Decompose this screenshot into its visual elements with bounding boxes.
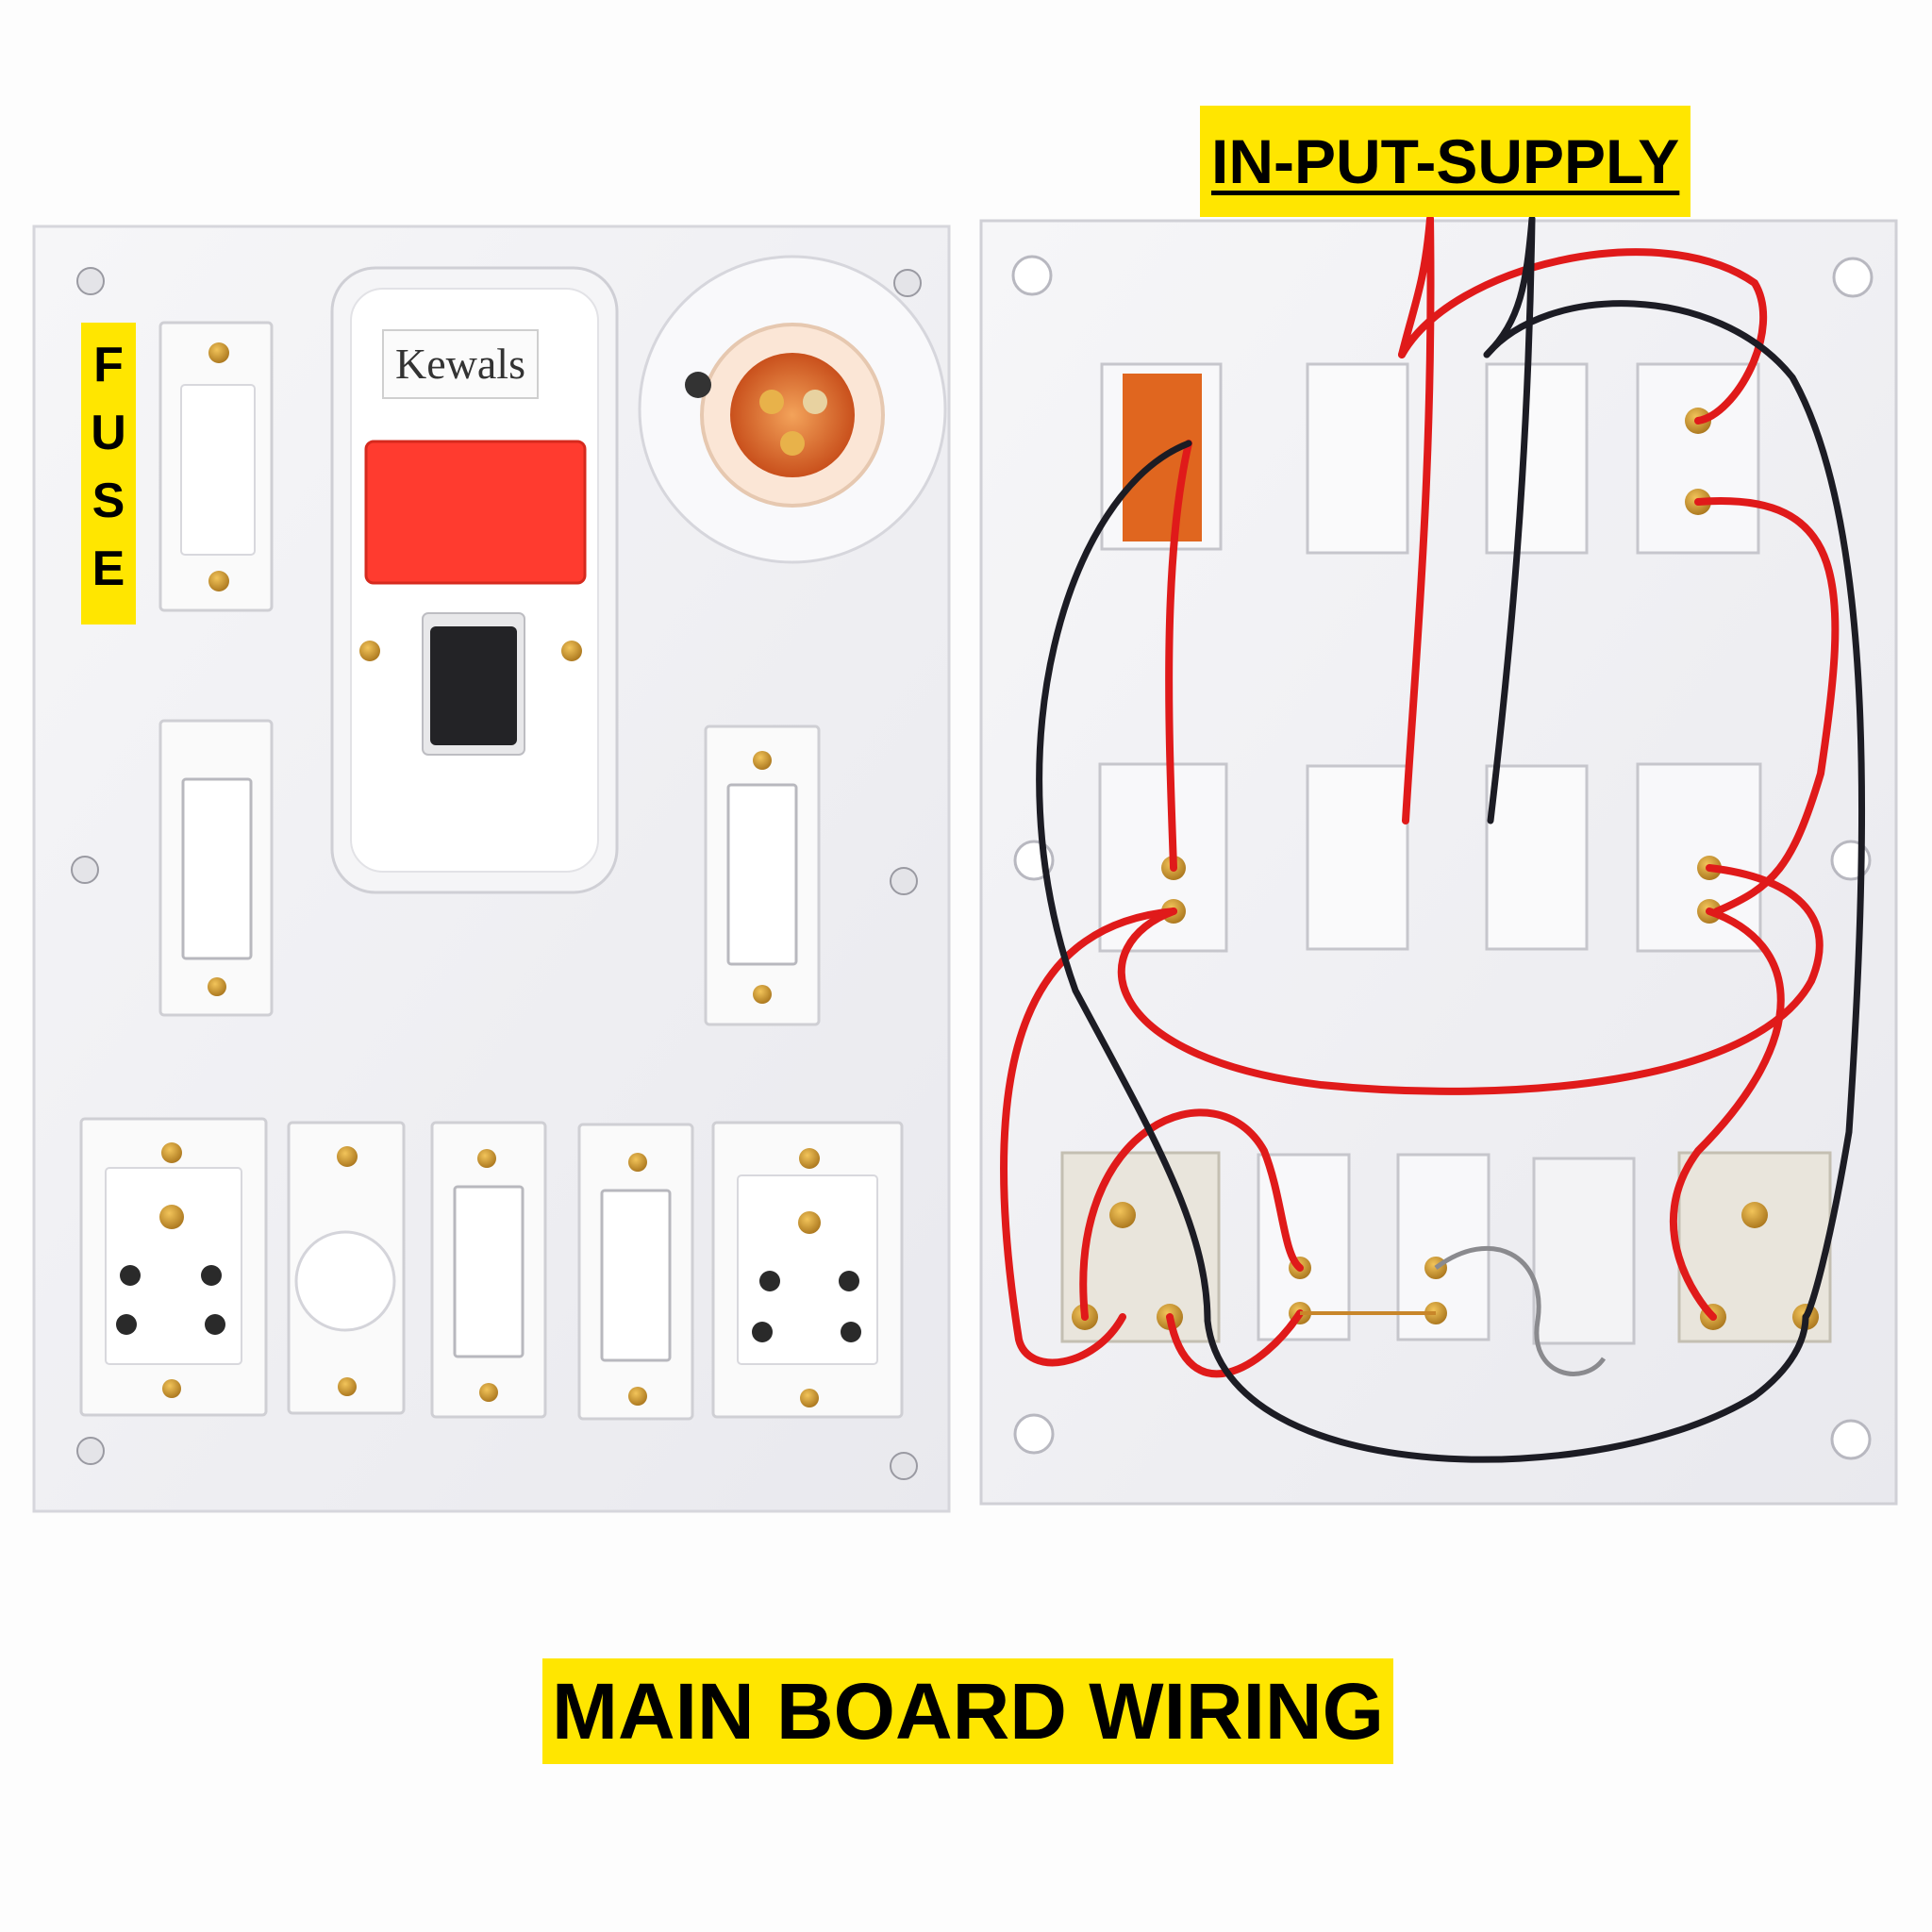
board-screws-left xyxy=(71,267,922,1480)
indicator-mcb-unit xyxy=(330,266,619,894)
blank-module-4 xyxy=(1485,764,1589,951)
grey-wire xyxy=(1434,1245,1607,1376)
brand-name: Kewals xyxy=(395,339,525,388)
brand-plate xyxy=(382,329,539,399)
red-wires xyxy=(1000,215,1840,1378)
switch-left-1 xyxy=(158,719,274,1017)
blank-module-1 xyxy=(1306,362,1409,555)
regulator-rear xyxy=(1532,1157,1636,1345)
batten-lamp-holder xyxy=(638,255,947,564)
switch-left-4 xyxy=(577,1123,694,1421)
fuse-label-letters: FUSE xyxy=(81,338,136,609)
board-holes-right xyxy=(1011,255,1874,1460)
fuse-label: FUSE xyxy=(81,323,136,625)
fan-regulator xyxy=(287,1121,406,1415)
socket-left-2 xyxy=(711,1121,904,1419)
main-board-wiring-title: MAIN BOARD WIRING xyxy=(542,1658,1393,1764)
blank-module-3 xyxy=(1306,764,1409,951)
black-wires xyxy=(1036,215,1866,1463)
left-board xyxy=(32,225,951,1513)
switch-left-3 xyxy=(430,1121,547,1419)
regulator-knob xyxy=(294,1230,396,1332)
socket-left-1 xyxy=(79,1117,268,1417)
fuse-unit xyxy=(158,321,274,612)
red-to-fuse xyxy=(1398,248,1768,425)
blank-module-2 xyxy=(1485,362,1589,555)
switch-rear-2 xyxy=(1636,762,1762,953)
mcb-lever xyxy=(430,626,517,745)
indicator-lamp xyxy=(364,440,587,585)
right-board xyxy=(979,215,1898,1506)
input-supply-label: IN-PUT-SUPPLY xyxy=(1200,106,1691,217)
switch-left-2 xyxy=(704,724,821,1026)
